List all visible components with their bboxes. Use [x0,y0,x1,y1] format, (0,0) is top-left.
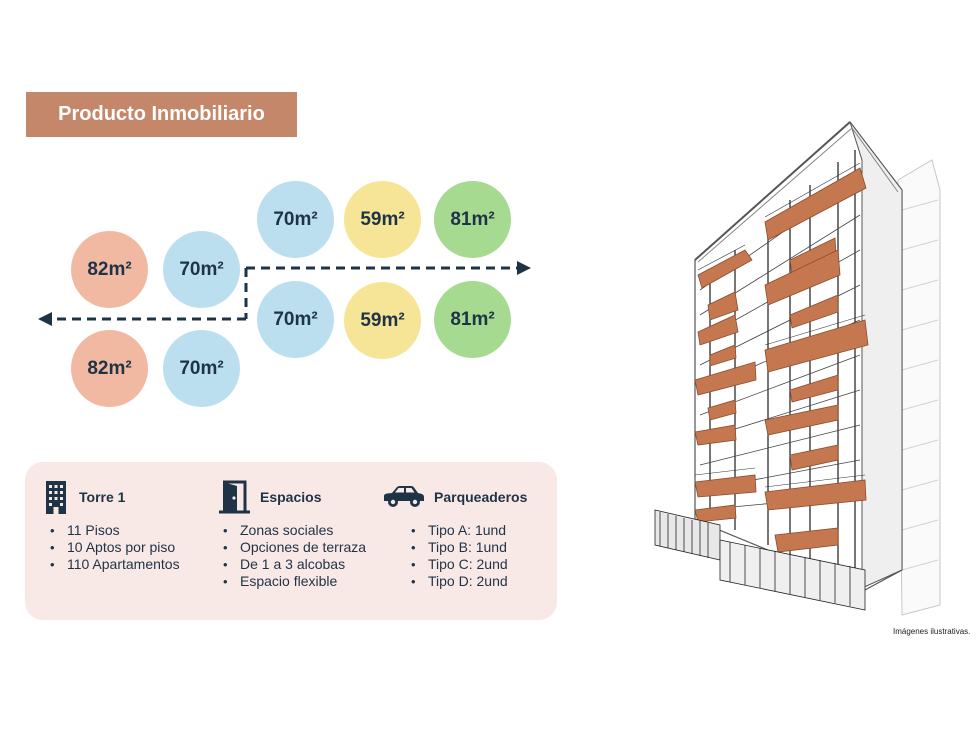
door-icon [218,480,252,514]
torre-column: Torre 1 11 Pisos 10 Aptos por piso 110 A… [45,480,180,573]
espacios-item: Zonas sociales [218,522,378,539]
info-panel: Torre 1 11 Pisos 10 Aptos por piso 110 A… [25,462,557,620]
background-building [897,159,941,616]
unit-circle-r4c2: 70m² [163,330,240,407]
espacios-column: Espacios Zonas sociales Opciones de terr… [218,480,378,590]
unit-circle-r3c3: 81m² [434,281,511,358]
building-icon [45,480,67,514]
unit-circle-r1c3: 81m² [434,181,511,258]
parqueaderos-item: Tipo D: 2und [406,573,527,590]
parqueaderos-item: Tipo B: 1und [406,539,527,556]
caption: Imágenes ilustrativas. [893,627,971,636]
unit-circle-r2c2: 70m² [163,231,240,308]
parqueaderos-column: Parqueaderos Tipo A: 1und Tipo B: 1und T… [382,480,527,590]
torre-title: Torre 1 [79,489,126,505]
unit-circle-r1c1: 70m² [257,181,334,258]
page-title: Producto Inmobiliario [26,92,297,137]
arrow-right-head [517,261,531,275]
unit-circle-r2c1: 82m² [71,231,148,308]
unit-circle-r3c1: 70m² [257,281,334,358]
torre-item: 110 Apartamentos [45,556,180,573]
espacios-title: Espacios [260,489,322,505]
torre-item: 11 Pisos [45,522,180,539]
parqueaderos-item: Tipo A: 1und [406,522,527,539]
parqueaderos-item: Tipo C: 2und [406,556,527,573]
parqueaderos-title: Parqueaderos [434,489,528,505]
espacios-item: Opciones de terraza [218,539,378,556]
ground-fence [654,509,866,611]
unit-circle-r4c1: 82m² [71,330,148,407]
balconies [694,167,869,553]
railings [694,162,866,488]
building-illustration [654,121,941,616]
car-icon [382,484,426,510]
espacios-item: De 1 a 3 alcobas [218,556,378,573]
torre-item: 10 Aptos por piso [45,539,180,556]
arrow-left-head [38,312,52,326]
unit-circle-r3c2: 59m² [344,282,421,359]
espacios-item: Espacio flexible [218,573,378,590]
unit-circle-r1c2: 59m² [344,181,421,258]
